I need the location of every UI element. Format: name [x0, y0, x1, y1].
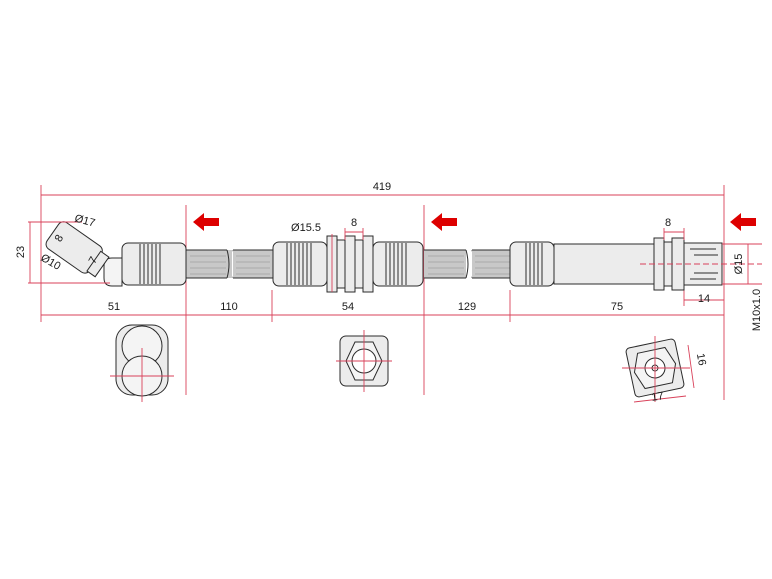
- left-arrow-icon: [730, 213, 756, 231]
- hex-nut-end-view: [622, 336, 695, 403]
- mid-bracket-end-view: [336, 330, 392, 392]
- mid-bracket-ring-4: [354, 239, 364, 289]
- mid-bracket-ring-5: [362, 235, 374, 293]
- banjo-tube: [103, 257, 123, 287]
- banjo-fitting: [45, 221, 110, 278]
- dim-23-label: 23: [15, 246, 27, 258]
- dim-16-label: 16: [694, 352, 708, 366]
- dim-total-label: 419: [373, 181, 391, 193]
- dim-110-label: 110: [220, 301, 238, 313]
- mid-bracket-ring-3: [344, 235, 356, 293]
- dim-diameter-15-5-label: Ø15.5: [291, 222, 321, 234]
- hose-segment-3: [424, 250, 466, 278]
- dim-75-label: 75: [611, 301, 623, 313]
- right-sleeve: [553, 243, 655, 285]
- mid-bracket-ring-2: [336, 239, 346, 289]
- dim-14-label: 14: [698, 293, 710, 305]
- mid-fitting-left: [272, 241, 328, 287]
- hose-segment-1: [186, 250, 232, 278]
- dim-129-label: 129: [458, 301, 476, 313]
- dim-diameter-15-label: Ø15: [733, 254, 745, 275]
- dim-17-line: [633, 395, 687, 403]
- dim-diameter-17-label: Ø17: [73, 213, 96, 230]
- reference-lines: [40, 185, 725, 400]
- dim-17-label: 17: [651, 390, 665, 404]
- dim-8-mid-label: 8: [351, 217, 357, 229]
- dim-8-right-label: 8: [665, 217, 671, 229]
- dim-54-label: 54: [342, 301, 354, 313]
- dim-7-label: 7: [87, 255, 100, 266]
- dim-16-line: [687, 344, 695, 389]
- banjo-end-view: [110, 324, 174, 402]
- dim-51-label: 51: [108, 301, 120, 313]
- left-arrow-icon: [431, 213, 457, 231]
- hose-segment-2: [233, 250, 273, 278]
- hose-segment-4: [472, 250, 512, 278]
- left-crimp: [121, 242, 187, 286]
- dim-thread-label: M10x1.0: [751, 289, 763, 331]
- left-arrow-icon: [193, 213, 219, 231]
- hose-body: [45, 221, 723, 293]
- dimension-lines: [28, 194, 762, 316]
- right-crimp: [509, 241, 555, 287]
- dim-8-banjo-label: 8: [53, 233, 66, 244]
